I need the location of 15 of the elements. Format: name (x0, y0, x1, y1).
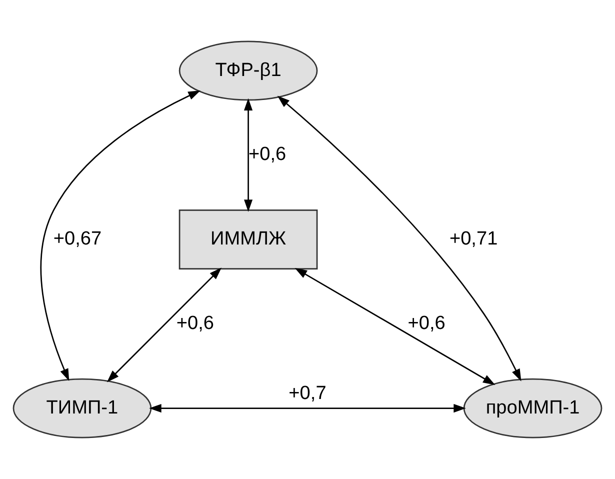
arrow (106, 268, 222, 382)
arrow (40, 90, 201, 382)
arrow (244, 98, 253, 212)
node-ellipse: проММП-1 (463, 378, 602, 438)
node-box: ИММЛЖ (178, 210, 318, 270)
node-ellipse: ТИМП-1 (12, 378, 152, 438)
edge-label: +0,6 (408, 312, 446, 334)
arrow (277, 96, 522, 382)
edge-label: +0,6 (248, 144, 286, 166)
arrow (294, 268, 496, 386)
edge-label: +0,71 (449, 228, 498, 250)
edge-label: +0,67 (53, 228, 102, 250)
edge-label: +0,6 (176, 312, 214, 334)
edge-label: +0,7 (288, 383, 326, 404)
arrow (149, 404, 466, 413)
